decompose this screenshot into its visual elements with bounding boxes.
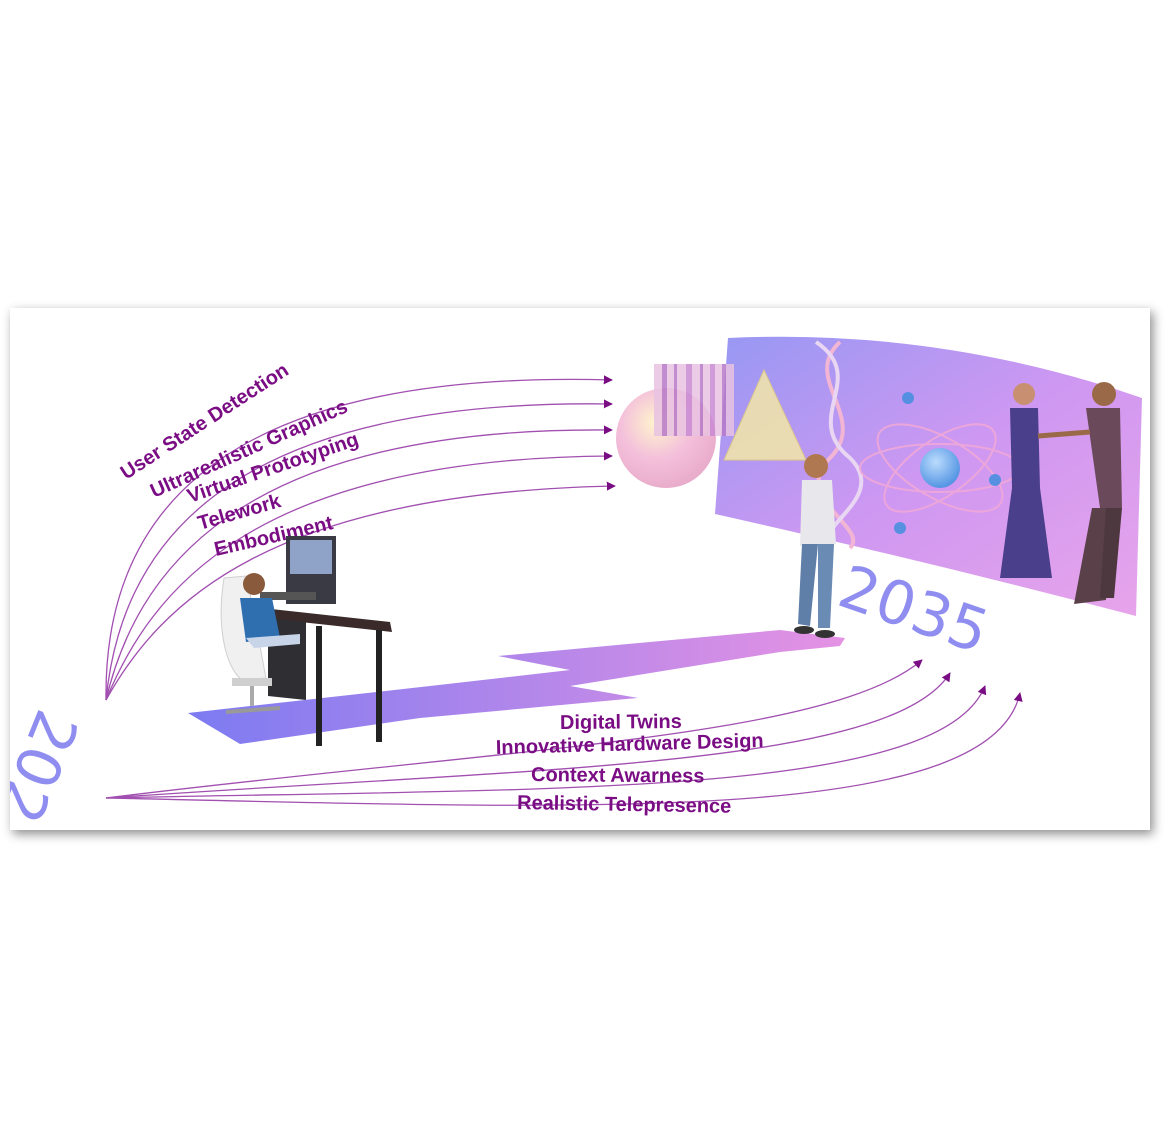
arrow-embodiment (105, 481, 616, 701)
arrow-user-state-detection (105, 375, 613, 701)
atom-icon (859, 392, 1021, 534)
pyramid-icon (723, 368, 807, 461)
arrow-innovative-hardware (105, 672, 951, 799)
arrow-realistic-telepresence (105, 692, 1023, 806)
desk-worker-icon (220, 536, 392, 746)
label-innovative-hardware-design: Innovative Hardware Design (496, 730, 764, 759)
arrow-context-awarness (105, 685, 987, 799)
arrow-virtual-prototyping (105, 425, 613, 701)
label-digital-twins: Digital Twins (560, 711, 682, 734)
arrow-telework (105, 451, 613, 701)
walking-person-icon (794, 454, 836, 638)
year-start-label: 2021 (10, 700, 91, 830)
label-context-awarness: Context Awarness (531, 764, 705, 788)
dancing-couple-icon (1000, 382, 1122, 604)
cube-icon (654, 364, 734, 436)
arrow-ultrarealistic-graphics (105, 399, 613, 701)
timeline-path-arrow (188, 630, 845, 744)
label-realistic-telepresence: Realistic Telepresence (517, 792, 732, 818)
diagram-card: 2021 2035 User State Detection Ultrareal… (10, 308, 1150, 830)
arrow-digital-twins (105, 659, 923, 799)
diagram-canvas: 2021 2035 User State Detection Ultrareal… (10, 336, 1142, 830)
